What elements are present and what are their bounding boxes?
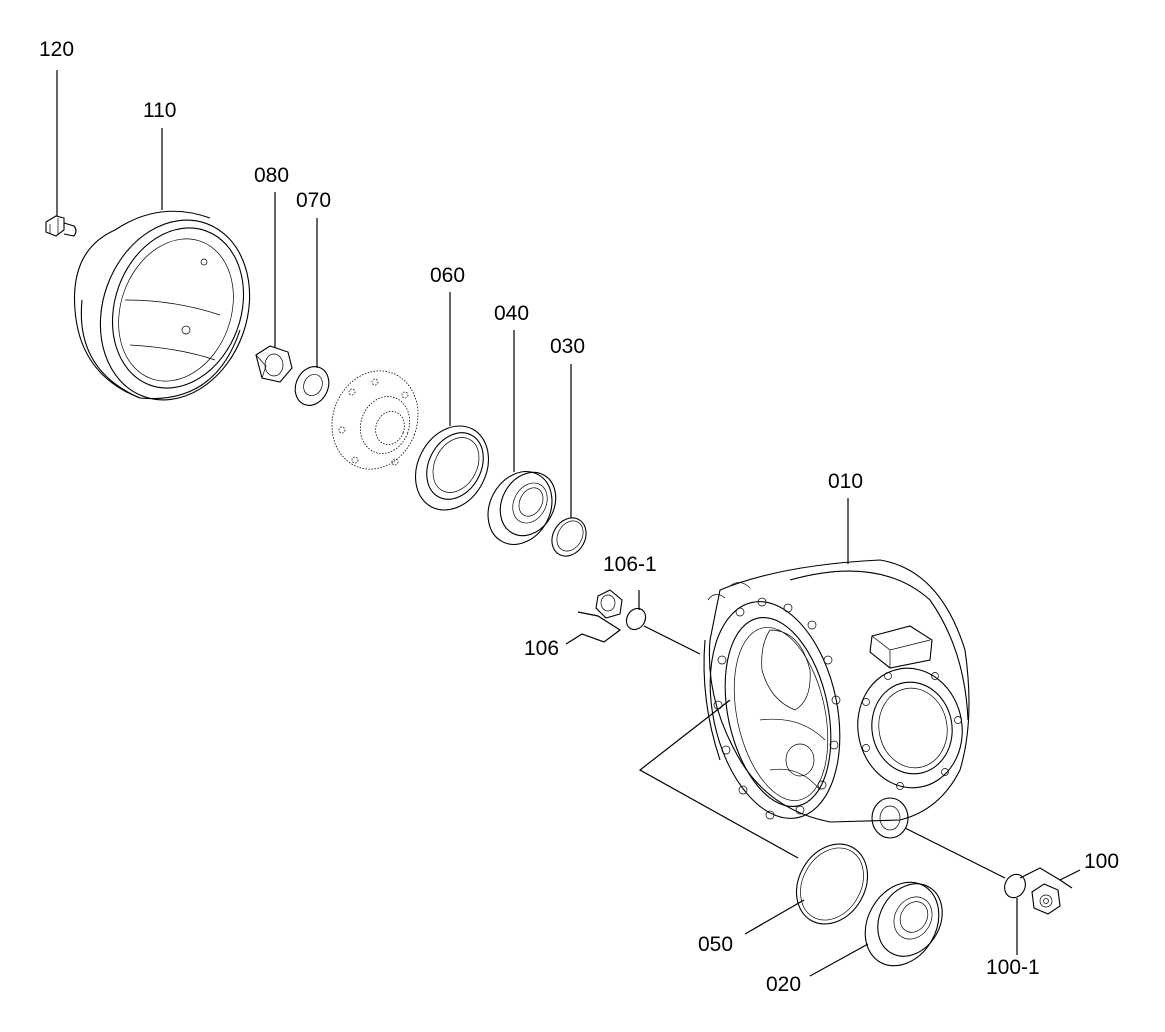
label-080: 080 bbox=[254, 164, 289, 187]
part-100-plug bbox=[1031, 883, 1061, 915]
part-060-seal bbox=[415, 425, 489, 511]
label-040: 040 bbox=[494, 302, 529, 325]
part-050-oring bbox=[795, 843, 869, 925]
part-labels: 120 110 080 070 060 040 030 010 106-1 10… bbox=[39, 38, 1119, 996]
label-120: 120 bbox=[39, 38, 74, 61]
part-120-bolt bbox=[45, 215, 77, 237]
label-100: 100 bbox=[1084, 850, 1119, 873]
part-020-bearing bbox=[864, 881, 943, 967]
part-080-nut bbox=[255, 345, 293, 383]
label-106: 106 bbox=[524, 637, 559, 660]
label-010: 010 bbox=[828, 470, 863, 493]
part-100-1-oring bbox=[1004, 873, 1026, 899]
label-110: 110 bbox=[143, 99, 176, 122]
label-106-1: 106-1 bbox=[603, 553, 657, 576]
part-030-ring bbox=[551, 517, 587, 557]
label-060: 060 bbox=[430, 264, 465, 287]
part-010-housing bbox=[703, 559, 970, 839]
flange-hub bbox=[331, 370, 419, 470]
label-030: 030 bbox=[550, 335, 585, 358]
part-106-1-oring bbox=[625, 607, 647, 631]
part-040-bearing bbox=[487, 471, 557, 545]
part-106-plug bbox=[595, 589, 623, 619]
label-100-1: 100-1 bbox=[986, 956, 1040, 979]
part-070-washer bbox=[294, 366, 330, 406]
part-110-drum bbox=[73, 210, 251, 401]
leader-lines bbox=[56, 70, 1081, 977]
label-050: 050 bbox=[698, 933, 733, 956]
label-070: 070 bbox=[296, 189, 331, 212]
label-020: 020 bbox=[766, 973, 801, 996]
